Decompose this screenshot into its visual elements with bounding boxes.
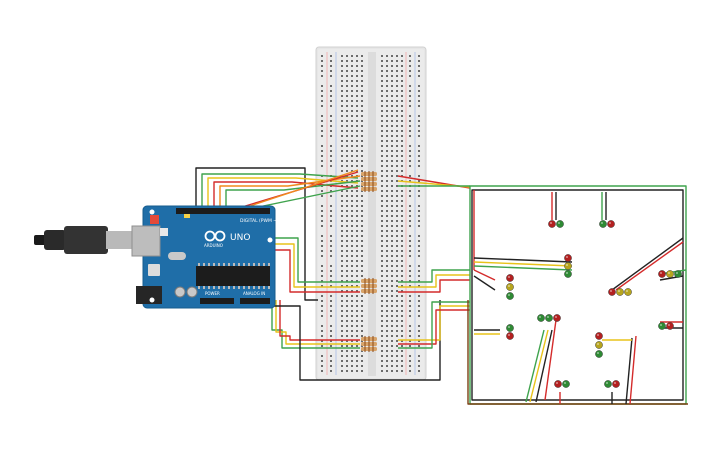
traffic-lights [506,220,682,388]
led-red [666,322,674,330]
led-yellow [564,262,572,270]
traffic-light-east-top[interactable] [658,270,682,278]
traffic-light-center-top[interactable] [506,274,514,300]
led-red [608,288,616,296]
traffic-light-mid-east[interactable] [608,288,632,296]
traffic-light-west-top[interactable] [564,254,572,278]
power-header [200,298,234,304]
traffic-light-north-left[interactable] [548,220,564,228]
led-green [595,350,603,358]
resistors[interactable] [361,171,377,352]
led-green [562,380,570,388]
usb-port [131,225,161,257]
reset-button [150,215,159,224]
digital-header [176,208,270,214]
crystal [148,264,160,276]
led-yellow [624,288,632,296]
atmega-chip [196,266,270,286]
led-green [599,220,607,228]
led-green [658,322,666,330]
traffic-light-east-bottom[interactable] [658,322,674,330]
led-green [674,270,682,278]
breadboard[interactable] [315,46,427,381]
led-green [506,292,514,300]
digital-label: DIGITAL (PWM ~) [240,218,279,224]
traffic-light-center[interactable] [537,314,561,322]
led-red [548,220,556,228]
led-green [537,314,545,322]
led-red [564,254,572,262]
wires [195,167,688,405]
usb-cable [34,226,146,254]
breadboard-holes [321,55,420,372]
led-red [553,314,561,322]
chip-pins [198,263,270,289]
led-yellow [506,283,514,291]
analog-header [240,298,270,304]
resistor-group-top [361,171,377,192]
traffic-light-west-bottom[interactable] [506,324,514,340]
led-red [554,380,562,388]
resistor-group-middle [361,278,377,294]
led-green [556,220,564,228]
resistor-group-bottom [361,336,377,352]
led-yellow [666,270,674,278]
traffic-light-north-right[interactable] [599,220,615,228]
led-red [595,332,603,340]
power-label: POWER [205,291,220,296]
led-green [506,324,514,332]
led-red [658,270,666,278]
led-green [545,314,553,322]
led-red [506,274,514,282]
brand-label: ARDUINO [204,243,223,248]
led-red [612,380,620,388]
traffic-light-south-right[interactable] [604,380,620,388]
led-yellow [616,288,624,296]
power-jack [136,286,162,304]
led-red [607,220,615,228]
arduino-logo-icon [204,230,226,242]
arduino-uno-board[interactable]: DIGITAL (PWM ~) UNO ARDUINO POWER ANALOG… [131,205,279,309]
led-red [506,332,514,340]
led-green [604,380,612,388]
model-label: UNO [230,233,250,243]
analog-label: ANALOG IN [243,291,265,296]
led-green [564,270,572,278]
led-yellow [595,341,603,349]
traffic-light-south-left[interactable] [554,380,570,388]
traffic-light-center-right[interactable] [595,332,603,358]
